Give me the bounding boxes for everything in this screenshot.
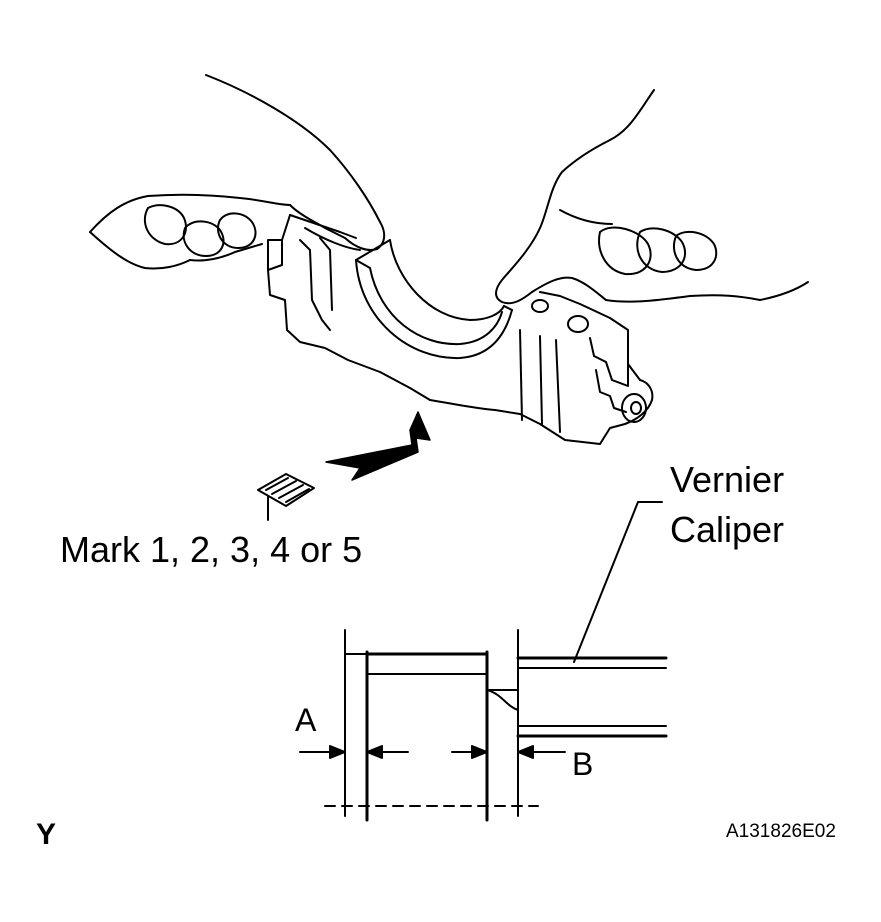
figure-id-label: A131826E02 <box>726 821 836 842</box>
bearing-shell-illustration <box>355 239 513 360</box>
dimension-a-label: A <box>295 702 317 738</box>
caliper-measurement-detail <box>299 629 668 822</box>
vernier-caliper-label-line1: Vernier <box>670 459 785 500</box>
mark-label: Mark 1, 2, 3, 4 or 5 <box>60 529 363 570</box>
vernier-leader-line <box>573 501 663 663</box>
right-hand-illustration <box>495 89 809 305</box>
direction-arrow <box>325 411 431 481</box>
left-hand-illustration <box>89 74 386 270</box>
corner-y-label: Y <box>36 818 57 851</box>
mark-symbol <box>257 473 315 521</box>
vernier-caliper-label-line2: Caliper <box>670 509 785 550</box>
dimension-b-label: B <box>572 746 594 782</box>
bearing-cap-illustration <box>267 214 654 445</box>
